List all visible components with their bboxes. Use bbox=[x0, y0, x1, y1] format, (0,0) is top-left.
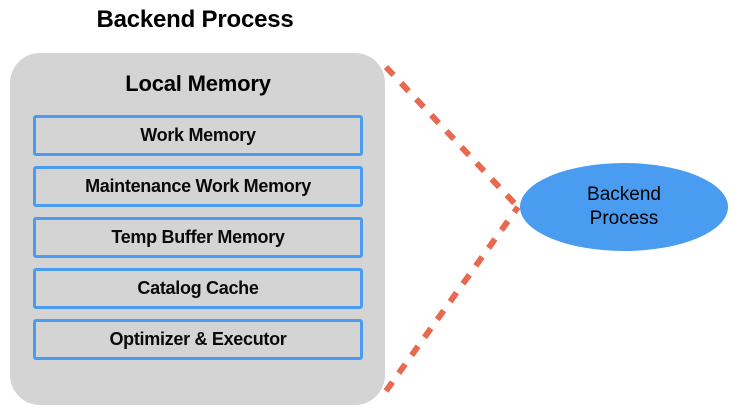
memory-box-temp-buffer-memory[interactable]: Temp Buffer Memory bbox=[33, 217, 363, 258]
connector-line-lower bbox=[383, 205, 521, 393]
memory-box-label: Maintenance Work Memory bbox=[85, 176, 311, 196]
memory-box-label: Catalog Cache bbox=[137, 278, 259, 298]
memory-box-maintenance-work-memory[interactable]: Maintenance Work Memory bbox=[33, 166, 363, 207]
memory-box-label: Optimizer & Executor bbox=[109, 329, 287, 349]
local-memory-heading: Local Memory bbox=[125, 71, 271, 96]
memory-box-optimizer-executor[interactable]: Optimizer & Executor bbox=[33, 319, 363, 360]
backend-process-node-label-line1: Backend bbox=[587, 184, 661, 205]
memory-box-label: Work Memory bbox=[140, 125, 256, 145]
page-title: Backend Process bbox=[96, 6, 294, 33]
backend-process-node-label-line2: Process bbox=[589, 208, 659, 229]
memory-box-catalog-cache[interactable]: Catalog Cache bbox=[33, 268, 363, 309]
local-memory-panel: Local Memory Work Memory Maintenance Wor… bbox=[10, 53, 385, 405]
memory-box-list: Work Memory Maintenance Work Memory Temp… bbox=[33, 115, 363, 360]
connector-line-upper bbox=[383, 64, 521, 210]
memory-box-work-memory[interactable]: Work Memory bbox=[33, 115, 363, 156]
backend-process-node[interactable]: Backend Process bbox=[520, 163, 728, 251]
memory-box-label: Temp Buffer Memory bbox=[111, 227, 285, 247]
